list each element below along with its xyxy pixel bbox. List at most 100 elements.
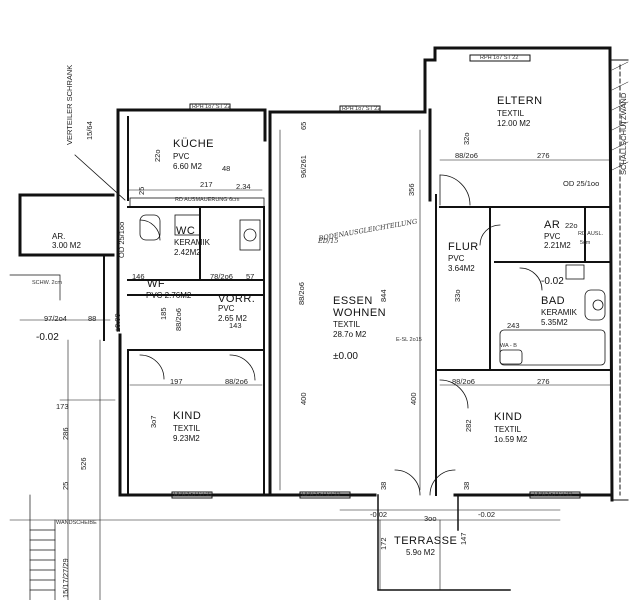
- dim-78-206: 78/2o6: [210, 272, 233, 281]
- schw-note: SCHW. 2cm: [32, 280, 62, 286]
- dim-526: 526: [79, 457, 88, 470]
- dim-22o-ar: 22o: [565, 221, 578, 230]
- schallschutz-note: SCHALLSCHUTZWAND: [619, 92, 628, 175]
- rd-5cm-note: 5cm: [580, 240, 591, 246]
- verteiler-schrank: VERTEILER SCHRANK: [65, 64, 74, 145]
- dim-88-206-essen: 88/2o6: [297, 282, 306, 305]
- dim-276-top: 276: [537, 151, 550, 160]
- wandscheibe-note: WANDSCHEIBE: [56, 520, 97, 526]
- kind-right-floor: TEXTIL: [494, 425, 522, 434]
- level-minus-left: -0.02: [36, 332, 59, 343]
- dim-33o: 33o: [453, 289, 462, 302]
- dim-88-206-top: 88/2o6: [455, 151, 478, 160]
- dim-38b: 38: [462, 481, 471, 490]
- dim-96-261: 96/261: [299, 155, 308, 178]
- eltern-floor: TEXTIL: [497, 109, 525, 118]
- dim-197: 197: [170, 377, 183, 386]
- kind-right-name: KIND: [494, 411, 523, 423]
- wf-sub: PVC 2.76M2: [146, 291, 192, 300]
- dim-2-34: 2.34: [236, 182, 251, 191]
- rph-essen-bottom: RPH 1o7 ST 22: [302, 492, 341, 498]
- dim-25: 25: [137, 186, 146, 195]
- flur-floor: PVC: [448, 254, 465, 263]
- dim-88-206-kind2: 88/2o6: [452, 377, 475, 386]
- dim-97-204: 97/2o4: [44, 314, 67, 323]
- bad-name: BAD: [541, 295, 566, 307]
- terrasse-area: 5.9o M2: [406, 548, 435, 557]
- eltern-name: ELTERN: [497, 95, 543, 107]
- e-sl-note: E-SL 2o15: [396, 337, 422, 343]
- bad-floor: KERAMIK: [541, 308, 578, 317]
- ar-right-area: 2.21M2: [544, 241, 571, 250]
- wf-name: WF: [147, 278, 166, 290]
- bad-area: 5.35M2: [541, 318, 568, 327]
- stair-note: 15/17/27/29: [61, 558, 70, 598]
- dim-282: 282: [464, 419, 473, 432]
- dim-185: 185: [159, 307, 168, 320]
- essen-name: ESSEN: [333, 295, 373, 307]
- essen-level: ±0.00: [333, 351, 358, 362]
- dim-88-206-kind: 88/2o6: [225, 377, 248, 386]
- ar-right-floor: PVC: [544, 232, 561, 241]
- dim-65: 65: [299, 121, 308, 130]
- dim-minus-0-02-b: -0.02: [478, 510, 496, 519]
- level-minus-bad: -0.02: [541, 276, 564, 287]
- dim-400: 400: [299, 392, 308, 405]
- wc-name: WC: [176, 225, 196, 237]
- essen-floor: TEXTIL: [333, 320, 361, 329]
- dim-25b: 25: [61, 481, 70, 490]
- verteiler-number: 15/64: [85, 121, 94, 140]
- dim-32o: 32o: [462, 132, 471, 145]
- rph-essen: RPH 1o7 ST 22: [342, 106, 381, 112]
- dim-3oo: 3oo: [424, 514, 437, 523]
- dim-286: 286: [61, 427, 70, 440]
- wa-b-note: WA - B: [500, 343, 517, 349]
- rd-ausl-note: RD AUSL.: [578, 231, 604, 237]
- dim-48: 48: [222, 164, 231, 173]
- essen-area: 28.7o M2: [333, 330, 367, 339]
- kind-left-area: 9.23M2: [173, 434, 200, 443]
- dim-173: 173: [56, 402, 69, 411]
- vorr-name: VORR.: [218, 293, 256, 305]
- dim-844: 844: [379, 289, 388, 302]
- dim-143: 143: [229, 321, 242, 330]
- dim-3o7: 3o7: [149, 415, 158, 428]
- kueche-area: 6.60 M2: [173, 162, 202, 171]
- kind-left-name: KIND: [173, 410, 202, 422]
- wohnen-name: WOHNEN: [333, 307, 387, 319]
- ar-left-area: 3.00 M2: [52, 241, 81, 250]
- dim-147: 147: [459, 532, 468, 545]
- vorr-floor: PVC: [218, 304, 235, 313]
- dim-217: 217: [200, 180, 213, 189]
- dim-od-25-100: OD 25/1oo: [563, 179, 600, 188]
- level-plus-left: ±0.00: [113, 313, 122, 332]
- rph-kind-right: RPH 1o7 ST 22: [534, 492, 573, 498]
- wc-area: 2.42M2: [174, 248, 201, 257]
- terrasse-name: TERRASSE: [394, 535, 458, 547]
- bodenausgleich-note-2: ED/15: [318, 237, 339, 245]
- dim-276-bot: 276: [537, 377, 550, 386]
- od-left: OD 25/1oo: [117, 221, 126, 258]
- kind-left-floor: TEXTIL: [173, 424, 201, 433]
- dim-38: 38: [379, 481, 388, 490]
- rd-ausmauerung: RD AUSMAUERUNG 6cm: [175, 197, 240, 203]
- wc-floor: KERAMIK: [174, 238, 211, 247]
- ar-right-name: AR: [544, 219, 561, 231]
- kueche-name: KÜCHE: [173, 138, 215, 150]
- dim-22o: 22o: [153, 149, 162, 162]
- rph-kind-left: RPH 1o7 ST 22: [174, 492, 213, 498]
- rph-kueche: RPH 1o7 ST 22: [192, 104, 231, 110]
- dim-88: 88: [88, 314, 97, 323]
- vorr-area: 2.65 M2: [218, 314, 247, 323]
- ar-left-name: AR.: [52, 232, 66, 241]
- eltern-area: 12.00 M2: [497, 119, 531, 128]
- dim-57: 57: [246, 272, 255, 281]
- kueche-floor: PVC: [173, 152, 190, 161]
- dim-minus-0-02-a: -0.02: [370, 510, 388, 519]
- flur-area: 3.64M2: [448, 264, 475, 273]
- dim-88-206-vorr: 88/2o6: [174, 308, 183, 331]
- dim-172: 172: [379, 537, 388, 550]
- dim-243: 243: [507, 321, 520, 330]
- kind-right-area: 1o.59 M2: [494, 435, 528, 444]
